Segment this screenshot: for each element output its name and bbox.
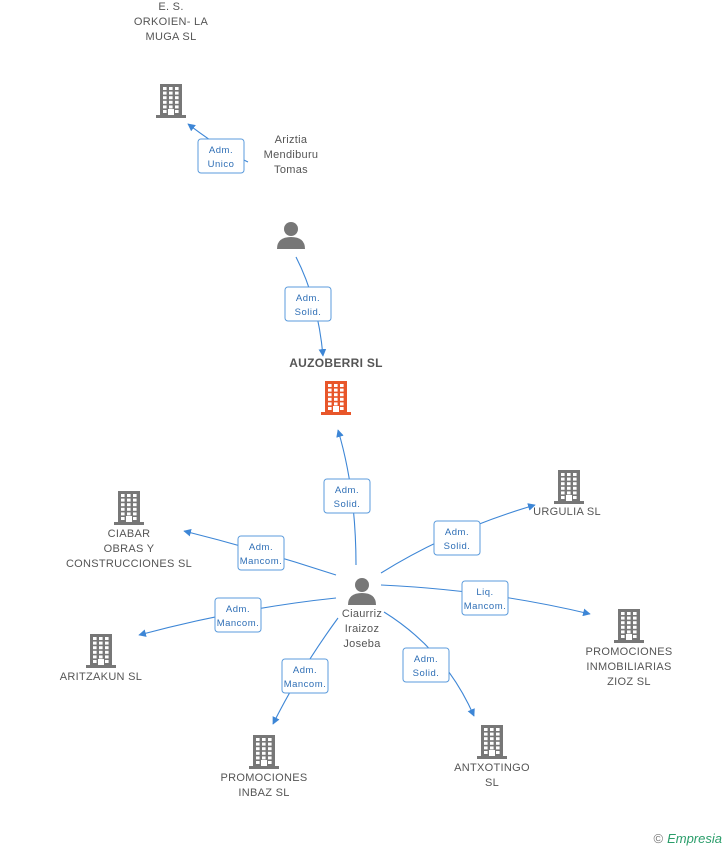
node-label: ZIOZ SL bbox=[607, 676, 651, 688]
node-label: Iraizoz bbox=[345, 623, 380, 635]
role-badge[interactable]: Adm. Solid. bbox=[433, 520, 481, 556]
node-label: SL bbox=[485, 777, 499, 789]
node-es-orkoien[interactable]: E. S. ORKOIEN- LA MUGA SL bbox=[134, 1, 209, 118]
company-building-icon[interactable] bbox=[86, 634, 116, 668]
role-text: Adm. bbox=[414, 654, 438, 665]
role-text: Mancom. bbox=[240, 556, 283, 567]
role-text: Adm. bbox=[296, 293, 320, 304]
node-promociones-inbaz[interactable]: PROMOCIONES INBAZ SL bbox=[220, 735, 307, 799]
role-badge[interactable]: Adm. Solid. bbox=[323, 478, 371, 514]
node-urgulia[interactable]: URGULIA SL bbox=[533, 470, 601, 518]
node-label: MUGA SL bbox=[145, 31, 196, 43]
node-label: Mendiburu bbox=[264, 149, 319, 161]
role-text: Solid. bbox=[413, 668, 440, 679]
role-text: Adm. bbox=[209, 145, 233, 156]
role-badge[interactable]: Adm. Solid. bbox=[284, 286, 332, 322]
node-label: INMOBILIARIAS bbox=[586, 661, 671, 673]
role-badge[interactable]: Adm. Mancom. bbox=[281, 658, 329, 694]
company-building-icon[interactable] bbox=[477, 725, 507, 759]
role-badge-box bbox=[284, 286, 332, 322]
role-badge-box bbox=[433, 520, 481, 556]
role-text: Adm. bbox=[226, 604, 250, 615]
role-text: Mancom. bbox=[464, 601, 507, 612]
role-text: Unico bbox=[208, 159, 235, 170]
role-text: Adm. bbox=[445, 527, 469, 538]
role-badge[interactable]: Adm. Mancom. bbox=[214, 597, 262, 633]
company-building-icon[interactable] bbox=[554, 470, 584, 504]
node-label: URGULIA SL bbox=[533, 506, 601, 518]
brand-logo: Empresia bbox=[667, 831, 722, 846]
role-badge[interactable]: Liq. Mancom. bbox=[461, 580, 509, 616]
role-badge-box bbox=[237, 535, 285, 571]
company-building-icon[interactable] bbox=[249, 735, 279, 769]
node-label: ANTXOTINGO bbox=[454, 762, 530, 774]
role-text: Adm. bbox=[249, 542, 273, 553]
node-label: E. S. bbox=[158, 1, 183, 13]
nodes-layer: AUZOBERRI SL E. S. ORKOIEN- LA MUGA SL Arizt… bbox=[60, 1, 672, 799]
node-label: AUZOBERRI SL bbox=[289, 356, 383, 370]
role-text: Solid. bbox=[295, 307, 322, 318]
role-badge-box bbox=[402, 647, 450, 683]
role-badge-box bbox=[281, 658, 329, 694]
role-text: Adm. bbox=[335, 485, 359, 496]
node-antxotingo[interactable]: ANTXOTINGO SL bbox=[454, 725, 530, 789]
node-label: Tomas bbox=[274, 164, 308, 176]
role-badge[interactable]: Adm. Unico bbox=[197, 138, 245, 174]
node-label: Joseba bbox=[343, 638, 381, 650]
node-label: OBRAS Y bbox=[104, 543, 155, 555]
node-auzoberri[interactable]: AUZOBERRI SL bbox=[289, 356, 383, 415]
node-ciabar[interactable]: CIABAR OBRAS Y CONSTRUCCIONES SL bbox=[66, 491, 192, 570]
node-label: PROMOCIONES bbox=[220, 772, 307, 784]
company-building-icon[interactable] bbox=[156, 84, 186, 118]
node-aritzakun[interactable]: ARITZAKUN SL bbox=[60, 634, 142, 683]
person-icon[interactable] bbox=[348, 578, 376, 605]
person-icon[interactable] bbox=[277, 222, 305, 249]
node-label: Ciaurriz bbox=[342, 608, 382, 620]
brand-footer[interactable]: ©Empresia bbox=[653, 831, 722, 846]
role-text: Adm. bbox=[293, 665, 317, 676]
role-badge[interactable]: Adm. Solid. bbox=[402, 647, 450, 683]
role-text: Mancom. bbox=[217, 618, 260, 629]
copyright-symbol: © bbox=[653, 831, 664, 846]
role-badge-box bbox=[214, 597, 262, 633]
node-promociones-zioz[interactable]: PROMOCIONES INMOBILIARIAS ZIOZ SL bbox=[585, 609, 672, 688]
role-text: Mancom. bbox=[284, 679, 327, 690]
role-text: Solid. bbox=[444, 541, 471, 552]
role-text: Solid. bbox=[334, 499, 361, 510]
node-label: INBAZ SL bbox=[238, 787, 289, 799]
main-company-building-icon[interactable] bbox=[321, 381, 351, 415]
role-badge[interactable]: Adm. Mancom. bbox=[237, 535, 285, 571]
role-text: Liq. bbox=[476, 587, 493, 598]
node-label: ORKOIEN- LA bbox=[134, 16, 209, 28]
company-building-icon[interactable] bbox=[614, 609, 644, 643]
role-badge-box bbox=[197, 138, 245, 174]
role-badge-box bbox=[323, 478, 371, 514]
node-label: ARITZAKUN SL bbox=[60, 671, 142, 683]
node-label: CIABAR bbox=[108, 528, 151, 540]
node-label: Ariztia bbox=[275, 134, 308, 146]
node-label: PROMOCIONES bbox=[585, 646, 672, 658]
role-badge-box bbox=[461, 580, 509, 616]
company-building-icon[interactable] bbox=[114, 491, 144, 525]
roles-layer: Adm.UnicoAdm.Solid.Adm.Solid.Adm.Solid.A… bbox=[197, 138, 509, 694]
node-label: CONSTRUCCIONES SL bbox=[66, 558, 192, 570]
